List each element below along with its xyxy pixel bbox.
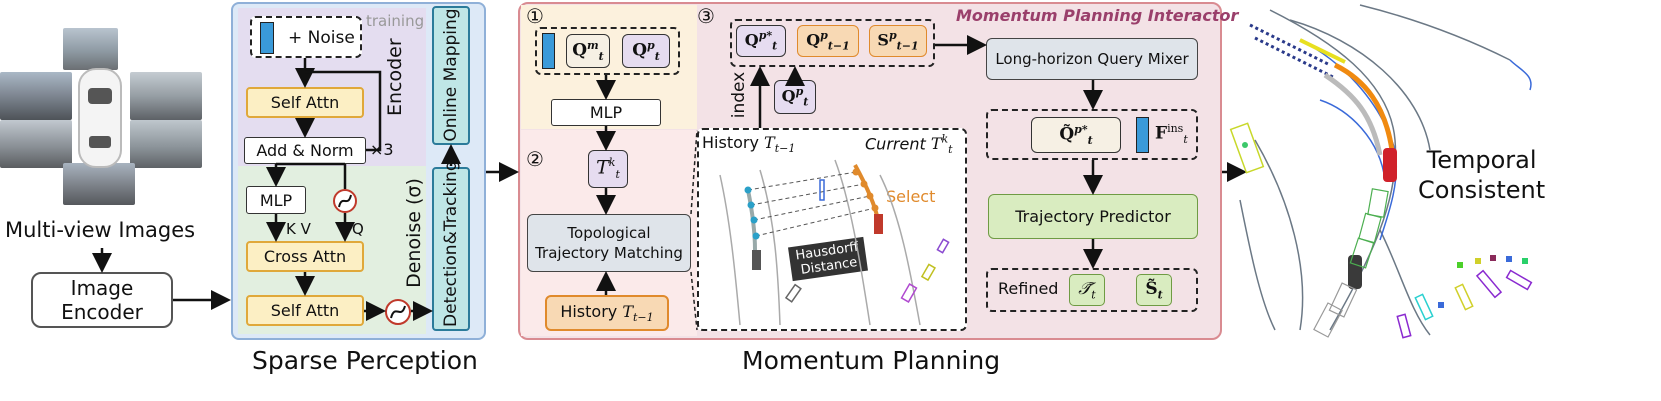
add-norm-label: Add & Norm [256, 141, 354, 160]
camera-front-right-image [130, 72, 202, 120]
plan-query-box-step1: Qpt [622, 34, 670, 68]
sigmoid-icon-lower [385, 299, 411, 325]
cross-attn-label: Cross Attn [263, 247, 347, 266]
self-attn-label-encoder: Self Attn [270, 93, 340, 112]
scene-history-label: History Tt−1 [702, 133, 796, 156]
motion-query-label: Q [572, 40, 588, 61]
mlp-label-momentum: MLP [589, 103, 623, 122]
encoder-label: Encoder [384, 38, 406, 116]
multiview-images-label: Multi-view Images [5, 218, 196, 242]
kv-label: K V [286, 220, 311, 238]
camera-front-left-image [0, 72, 72, 120]
plan-query-box-mid: Qpt [774, 80, 816, 114]
prev-plan-query-box: Qpt−1 [797, 25, 859, 57]
step3-marker: ③ [697, 4, 715, 28]
bev-agent-boxes [1396, 269, 1533, 339]
topological-matching-label: Topological Trajectory Matching [535, 224, 683, 262]
bev-green-dot [1242, 142, 1248, 148]
selected-plan-query-label: Q [744, 30, 759, 50]
step2-marker: ② [526, 147, 544, 171]
training-label: training [366, 12, 425, 30]
select-label: Select [886, 187, 936, 206]
prev-plan-score-box: Spt−1 [869, 25, 927, 57]
bev-navy-dashes [1249, 23, 1336, 80]
trajectory-scene-panel [697, 128, 967, 331]
selected-plan-query-box: Qp*t [736, 25, 786, 57]
trajectory-predictor-label: Trajectory Predictor [1015, 207, 1171, 226]
plan-query-label-step1: Q [632, 40, 647, 61]
trajectory-predictor-box: Trajectory Predictor [988, 194, 1198, 239]
motion-query-box: Qmt [566, 34, 610, 68]
image-encoder-label: Image Encoder [61, 276, 143, 324]
mixed-plan-query-box: Q̃p*t [1031, 117, 1121, 153]
ego-car-icon [78, 68, 122, 168]
refined-score-label: S̃ [1145, 278, 1158, 299]
mixed-query-group [986, 109, 1198, 160]
mlp-box-denoise: MLP [246, 186, 306, 214]
topological-matching-box: Topological Trajectory Matching [527, 214, 691, 272]
prev-plan-query-label: Q [806, 30, 821, 50]
interactor-title: Momentum Planning Interactor [956, 6, 1239, 25]
history-box: History Tt−1 [545, 295, 669, 331]
camera-back-right-image [130, 120, 202, 168]
image-encoder-box: Image Encoder [31, 272, 173, 328]
step1-marker: ① [526, 4, 544, 28]
query-mixer-label: Long-horizon Query Mixer [995, 50, 1189, 68]
detection-tracking-box [432, 167, 470, 331]
step3-query-group [730, 19, 935, 67]
denoise-label: Denoise (σ) [403, 178, 425, 288]
bev-blue-route [1299, 39, 1532, 241]
momentum-planning-title: Momentum Planning [742, 346, 1001, 375]
bev-green-boxes [1349, 188, 1389, 269]
bev-gray-boxes [1313, 282, 1358, 338]
history-label: History [560, 301, 618, 321]
add-norm-box: Add & Norm [244, 137, 366, 164]
trajectory-tk-label: T [596, 156, 609, 179]
mlp-label-denoise: MLP [259, 190, 293, 210]
self-attn-box-encoder: Self Attn [246, 87, 364, 118]
q-label: Q [352, 220, 364, 238]
sparse-perception-title: Sparse Perception [252, 346, 478, 375]
index-label: index [729, 71, 749, 119]
bev-yellow-box [1229, 122, 1265, 174]
query-bar-icon [542, 33, 555, 69]
instance-feature-label: Finst [1155, 122, 1188, 147]
instance-feature-bar-icon [1136, 117, 1149, 153]
online-mapping-label: Online Mapping [441, 8, 461, 142]
camera-back-image [63, 163, 135, 205]
bev-other-car [1348, 255, 1362, 289]
prev-plan-score-label: S [877, 30, 889, 50]
query-mixer-box: Long-horizon Query Mixer [986, 38, 1198, 80]
cross-attn-box: Cross Attn [246, 241, 364, 272]
camera-back-left-image [0, 120, 72, 168]
bev-yellow-line [1299, 38, 1346, 64]
bev-history-trajectory [1323, 72, 1383, 156]
refined-score-box: S̃t [1136, 274, 1172, 306]
bev-planned-trajectory [1333, 62, 1395, 151]
scene-current-label: Current Tkt [865, 133, 953, 157]
bev-agent-dots [1438, 255, 1528, 308]
temporal-consistent-label: Temporal Consistent [1418, 146, 1546, 204]
refined-output-group [986, 268, 1198, 312]
noise-query-bar-icon [260, 22, 274, 54]
bev-ego-car [1383, 148, 1397, 182]
refined-trajectory-label: 𝒯̃ [1078, 278, 1092, 299]
hausdorff-distance-label: Hausdorff Distance [794, 239, 860, 278]
camera-front-image [63, 28, 118, 70]
step1-query-group [535, 27, 680, 75]
detection-tracking-label: Detection&Tracking [441, 160, 461, 327]
multiview-images [0, 20, 210, 210]
mlp-box-momentum: MLP [551, 99, 661, 126]
mixed-plan-query-label: Q̃ [1059, 124, 1075, 145]
sigmoid-icon-upper [333, 189, 357, 213]
online-mapping-box [432, 6, 470, 145]
trajectory-tk-box: Tkt [588, 150, 628, 188]
self-attn-label-denoise: Self Attn [270, 301, 340, 320]
plan-query-label-mid: Q [781, 86, 796, 106]
repeat-count-label: ×3 [370, 140, 394, 159]
refined-label: Refined [998, 279, 1059, 298]
noise-label: + Noise [288, 28, 355, 48]
self-attn-box-denoise: Self Attn [246, 295, 364, 326]
refined-trajectory-box: 𝒯̃t [1069, 274, 1105, 306]
